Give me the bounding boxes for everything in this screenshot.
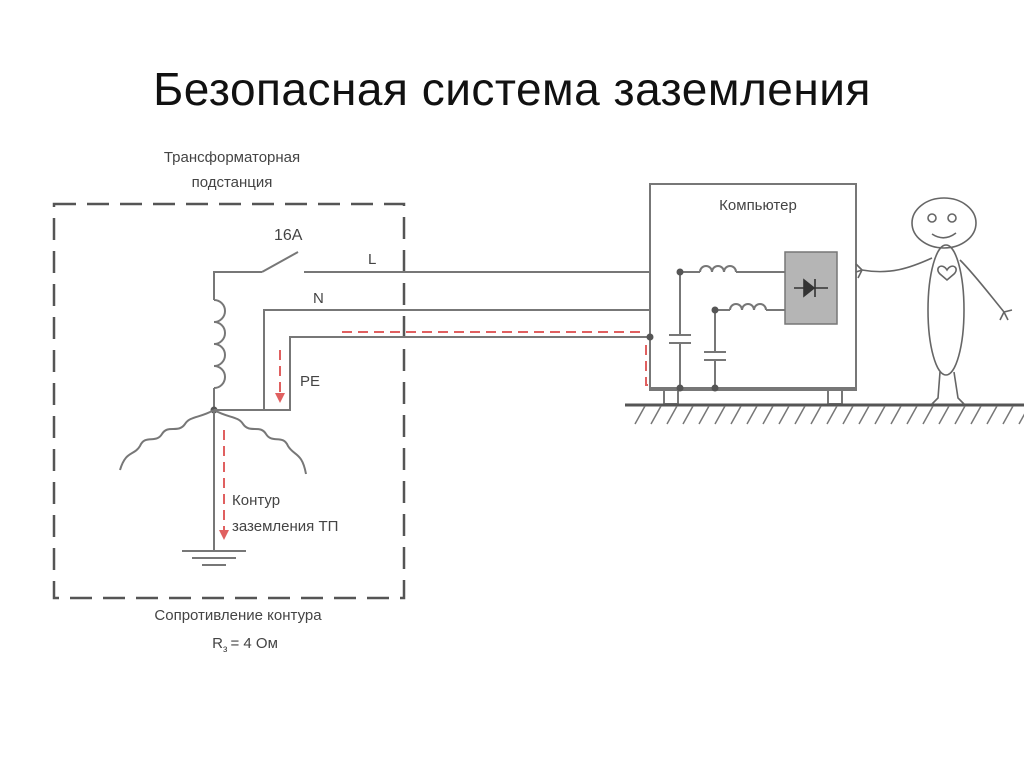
substation-label-line1: Трансформаторная bbox=[164, 149, 300, 166]
floor-hatch-stroke bbox=[762, 405, 774, 425]
floor-hatch-stroke bbox=[794, 405, 806, 425]
computer-label: Компьютер bbox=[719, 197, 797, 214]
floor-hatch-stroke bbox=[890, 405, 902, 425]
pe-wire bbox=[214, 336, 650, 411]
neutral-label: N bbox=[313, 290, 324, 307]
line-wire bbox=[213, 251, 680, 300]
computer-foot-right bbox=[827, 389, 843, 405]
floor-hatch-stroke bbox=[938, 405, 950, 425]
floor-hatch-stroke bbox=[1002, 405, 1014, 425]
floor-hatch-stroke bbox=[666, 405, 678, 425]
floor-hatch-stroke bbox=[954, 405, 966, 425]
floor-hatching bbox=[634, 405, 1024, 425]
ground-loop-label-line1: Контур bbox=[232, 492, 280, 509]
substation-label-line2: подстанция bbox=[192, 174, 273, 191]
floor-hatch-stroke bbox=[682, 405, 694, 425]
floor-hatch-stroke bbox=[970, 405, 982, 425]
floor-hatch-stroke bbox=[778, 405, 790, 425]
pe-label: PE bbox=[300, 373, 320, 390]
floor-hatch-stroke bbox=[730, 405, 742, 425]
floor-hatch-stroke bbox=[826, 405, 838, 425]
transformer-coil bbox=[213, 299, 226, 389]
floor-hatch-stroke bbox=[810, 405, 822, 425]
floor-hatch-stroke bbox=[986, 405, 998, 425]
star-windings bbox=[119, 409, 307, 475]
floor-hatch-stroke bbox=[714, 405, 726, 425]
breaker-rating: 16А bbox=[274, 227, 303, 244]
computer-foot-left bbox=[663, 389, 679, 405]
ground-symbol bbox=[182, 550, 246, 566]
breaker-switch bbox=[261, 251, 299, 273]
fault-current-path bbox=[219, 317, 695, 540]
floor-hatch-stroke bbox=[634, 405, 646, 425]
floor-hatch-stroke bbox=[842, 405, 854, 425]
floor-hatch-stroke bbox=[858, 405, 870, 425]
floor-hatch-stroke bbox=[1018, 413, 1024, 425]
wire-junctions bbox=[646, 268, 719, 392]
substation-boundary bbox=[52, 202, 406, 600]
floor-hatch-stroke bbox=[650, 405, 662, 425]
line-label: L bbox=[368, 251, 376, 268]
diode-icon bbox=[794, 278, 828, 298]
floor-hatch-stroke bbox=[922, 405, 934, 425]
floor-hatch-stroke bbox=[746, 405, 758, 425]
ground-loop-label-line2: заземления ТП bbox=[232, 518, 338, 535]
resistance-label-line2: Rз= 4 Ом bbox=[212, 635, 278, 655]
floor-hatch-stroke bbox=[906, 405, 918, 425]
person-figure bbox=[855, 197, 1013, 405]
floor-hatch-stroke bbox=[698, 405, 710, 425]
slide-title: Безопасная система заземления bbox=[153, 63, 871, 115]
floor-hatch-stroke bbox=[874, 405, 886, 425]
resistance-label-line1: Сопротивление контура bbox=[154, 607, 322, 624]
